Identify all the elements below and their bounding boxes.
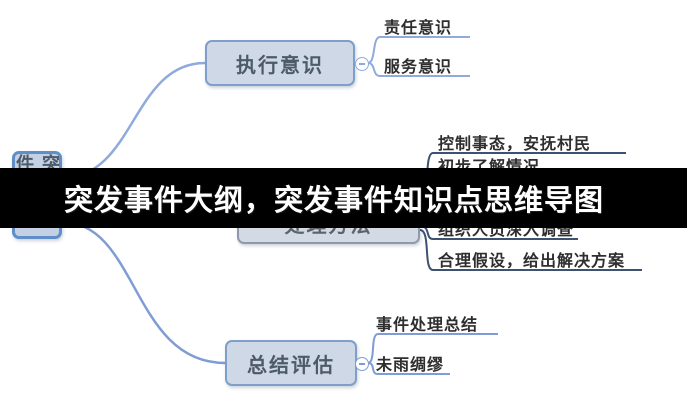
minus-icon [359, 63, 365, 65]
edge-summary-prepare [367, 362, 450, 375]
branch-node-label: 总结评估 [247, 354, 335, 377]
branch-node-execution-awareness[interactable]: 执行意识 [205, 40, 355, 86]
collapse-toggle-summary[interactable] [355, 357, 369, 371]
leaf-reasonable-solution[interactable]: 合理假设，给出解决方案 [438, 253, 626, 270]
edge-root-to-summary [61, 220, 226, 365]
banner-title: 突发事件大纲，突发事件知识点思维导图 [64, 185, 605, 217]
leaf-responsibility-awareness[interactable]: 责任意识 [384, 20, 453, 37]
leaf-event-summary[interactable]: 事件处理总结 [376, 317, 479, 334]
edge-exec-service [367, 62, 470, 77]
edge-summary-review [367, 333, 498, 364]
edge-root-to-exec [61, 61, 206, 180]
collapse-toggle-exec[interactable] [355, 57, 369, 71]
edge-method-solution [419, 229, 642, 271]
leaf-service-awareness[interactable]: 服务意识 [384, 59, 453, 76]
minus-icon [359, 363, 365, 365]
title-banner: 突发事件大纲，突发事件知识点思维导图 [0, 168, 687, 228]
branch-node-summary-evaluation[interactable]: 总结评估 [225, 340, 357, 386]
leaf-prepare-ahead[interactable]: 未雨绸缪 [376, 357, 445, 374]
edge-exec-responsibility [367, 36, 470, 64]
branch-node-label: 执行意识 [236, 54, 324, 77]
leaf-control-situation[interactable]: 控制事态，安抚村民 [438, 136, 592, 153]
